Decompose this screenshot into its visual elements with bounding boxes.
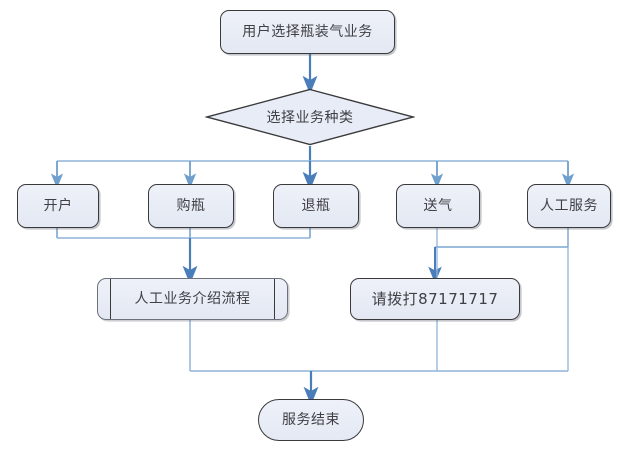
node-deliver-gas-label: 送气 — [423, 197, 453, 214]
node-decision-label: 选择业务种类 — [266, 110, 354, 126]
node-open-account-label: 开户 — [43, 197, 73, 214]
node-dial-phone[interactable]: 请拨打87171717 — [350, 278, 520, 320]
node-open-account[interactable]: 开户 — [17, 184, 99, 228]
node-decision[interactable]: 选择业务种类 — [205, 88, 415, 146]
node-return-bottle-label: 退瓶 — [301, 197, 331, 214]
predefined-bar-left — [110, 279, 111, 319]
node-manual-service-label: 人工服务 — [540, 197, 598, 214]
predefined-bar-right — [274, 279, 275, 319]
node-manual-service[interactable]: 人工服务 — [527, 184, 611, 228]
node-dial-phone-label: 请拨打87171717 — [371, 290, 499, 308]
node-buy-bottle[interactable]: 购瓶 — [148, 184, 234, 228]
node-manual-process-label: 人工业务介绍流程 — [134, 290, 251, 307]
node-start[interactable]: 用户选择瓶装气业务 — [220, 10, 395, 54]
node-buy-bottle-label: 购瓶 — [176, 197, 206, 214]
diamond-shape — [205, 88, 415, 146]
node-end-label: 服务结束 — [282, 411, 340, 428]
node-start-label: 用户选择瓶装气业务 — [242, 23, 373, 40]
node-end[interactable]: 服务结束 — [258, 399, 364, 441]
node-manual-process[interactable]: 人工业务介绍流程 — [97, 278, 288, 320]
node-return-bottle[interactable]: 退瓶 — [273, 184, 359, 228]
node-deliver-gas[interactable]: 送气 — [396, 184, 480, 228]
